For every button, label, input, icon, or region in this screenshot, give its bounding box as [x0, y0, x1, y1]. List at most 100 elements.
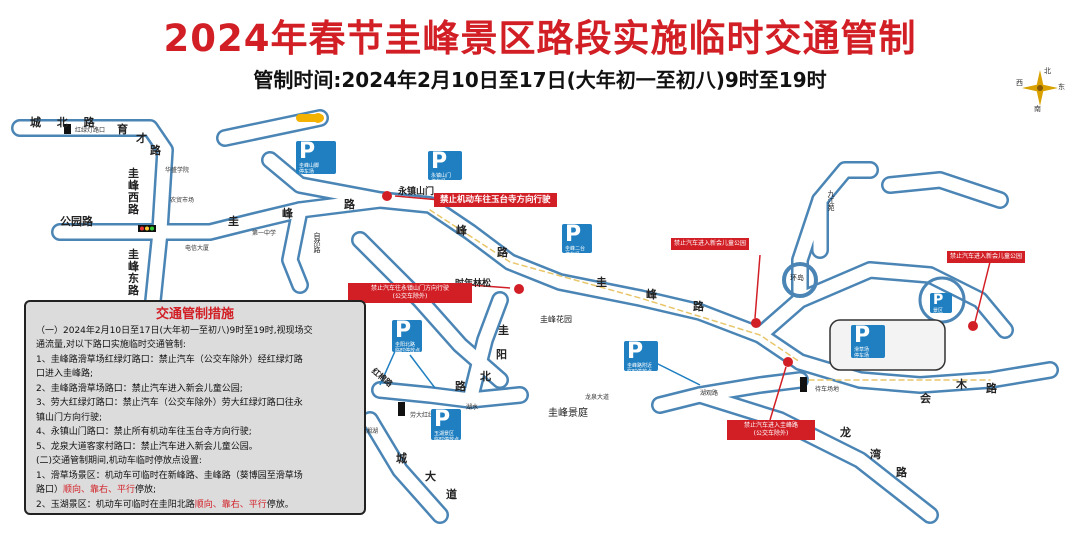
- small-label-10: 龙泉大道: [585, 394, 610, 401]
- road-label-guifeng-2: 峰: [282, 207, 293, 220]
- road-label-guifengdong-4: 路: [128, 284, 139, 297]
- no-entry-icon: [968, 321, 978, 331]
- road-label-guifengxi-4: 路: [128, 203, 139, 216]
- compass-north: 北: [1044, 67, 1051, 75]
- place-label-ziran: 自然路: [313, 232, 321, 253]
- no-entry-icon: [783, 357, 793, 367]
- small-label-5: 第一中学: [252, 230, 277, 237]
- compass-east: 东: [1058, 83, 1065, 91]
- small-label-9: 劳大红绿灯: [410, 412, 441, 419]
- parking-icon: P: [434, 407, 451, 432]
- road-label-guifeng-5: 路: [497, 246, 508, 259]
- road-label-longhu-1: 龙: [840, 426, 851, 439]
- parking-arrow: [409, 354, 436, 389]
- parking-icon: P: [627, 339, 644, 364]
- place-label-yongzhenshanmen: 永镇山门: [398, 187, 435, 197]
- road-label-yucai-3: 路: [150, 144, 161, 157]
- small-label-4: 电信大厦: [185, 245, 210, 252]
- parking-sign: P 圭峰路附近 临时停放点: [624, 339, 658, 375]
- traffic-measures-panel: 交通管制措施 （一）2024年2月10日至17日(大年初一至初八)9时至19时,…: [24, 300, 366, 515]
- road-label-guifeng-4: 峰: [456, 224, 467, 237]
- highlight-dot: [313, 113, 323, 123]
- parking-icon: P: [431, 149, 448, 174]
- traffic-light-icon: [800, 377, 807, 392]
- arrow-b5: [769, 366, 787, 421]
- road-label-huimu-3: 路: [986, 382, 997, 395]
- road-label-gongyuan: 公园路: [60, 215, 93, 228]
- road-label-yucai-1: 育: [117, 123, 128, 136]
- road-label-longhu-2: 湾: [870, 448, 881, 461]
- road-label-guifengxi-1: 圭: [128, 167, 139, 180]
- parking-sign: P 圭峰山脚 停车场: [296, 139, 336, 175]
- road-label-guifengdong-1: 圭: [128, 248, 139, 261]
- map-subtitle: 管制时间:2024年2月10日至17日(大年初一至初八)9时至19时: [253, 68, 827, 92]
- panel-line: 5、龙泉大道客家村路口：禁止汽车进入新会儿童公园。: [36, 441, 258, 452]
- parking-sign: P 圭峰二台 停车场: [562, 224, 592, 258]
- panel-line: 3、劳大红绿灯路口：禁止汽车（公交车除外）劳大红绿灯路口往永: [36, 398, 303, 408]
- road-label-huimu-1: 会: [920, 392, 931, 405]
- road-label-guifengxi-3: 西: [128, 191, 139, 204]
- compass-west: 西: [1016, 79, 1023, 87]
- panel-line: 2、玉湖景区：机动车可临时在圭阳北路顺向、靠右、平行停放。: [36, 499, 294, 510]
- place-label-guifenghuayuan: 圭峰花园: [540, 315, 572, 324]
- restriction-banner-1: 禁止机动车往玉台寺方向行驶: [434, 193, 557, 207]
- restriction-banner-4: 禁止汽车进入新会儿童公园: [947, 251, 1026, 263]
- compass-south: 南: [1034, 105, 1041, 113]
- road-label-guiyangbei-3: 北: [480, 370, 491, 383]
- arrow-b3: [754, 254, 761, 319]
- restriction-banner-3: 禁止汽车进入新会儿童公园: [671, 238, 750, 250]
- small-label-7: 待车场地: [815, 386, 840, 393]
- small-label-1: 红绿灯路口: [75, 127, 106, 134]
- panel-line: 口进入圭峰路;: [36, 369, 94, 379]
- no-entry-signs: [382, 191, 978, 367]
- road-label-guifeng-3: 路: [344, 198, 355, 211]
- panel-line: 1、滑草场景区：机动车可临时在新峰路、圭峰路（葵博园至滑草场: [36, 470, 303, 481]
- parking-sign: P 景区: [930, 292, 952, 314]
- no-entry-icon: [382, 191, 392, 201]
- traffic-lights: [64, 124, 807, 416]
- road-label-guiyangbei-1: 圭: [498, 324, 509, 337]
- road-label-huimu-2: 木: [956, 378, 967, 391]
- road-label-guifeng-1: 圭: [228, 215, 239, 228]
- road-label-longhu-3: 路: [896, 466, 907, 479]
- roundabout-north: [782, 262, 818, 298]
- arrow-b4: [974, 261, 991, 323]
- parking-sign: P 永镇山门 停车场: [428, 149, 462, 185]
- panel-line: 1、圭峰路滑草场红绿灯路口：禁止汽车（公交车除外）经红绿灯路: [36, 354, 303, 365]
- traffic-light-icon: [398, 402, 405, 416]
- map-title: 2024年春节圭峰景区路段实施临时交通管制: [163, 17, 917, 60]
- road-label-guifengxi-2: 峰: [128, 179, 139, 192]
- road-label-guifeng-e2: 峰: [646, 288, 657, 301]
- parking-icon: P: [299, 139, 316, 164]
- road-label-guifengdong-3: 东: [128, 272, 139, 285]
- parking-sign: P 圭阳北路 临时停放点: [392, 320, 422, 354]
- place-label-shinian: 时年林松: [455, 279, 492, 289]
- road-label-cheng-1: 城: [396, 452, 407, 465]
- panel-line: 镇山门方向行驶;: [36, 412, 103, 423]
- parking-icon: P: [933, 292, 944, 308]
- road-network-fill: [13, 111, 1057, 522]
- small-label-8: 湘湖: [366, 428, 379, 435]
- parking-sign: P 滑草场 停车场: [851, 325, 885, 359]
- panel-line: 4、永镇山门路口：禁止所有机动车往玉台寺方向行驶;: [36, 427, 252, 437]
- park-block: [829, 319, 946, 371]
- small-label-6: 湖观路: [700, 390, 719, 397]
- traffic-light-icon: [64, 124, 71, 134]
- road-label-guiyangbei-2: 阳: [496, 348, 507, 361]
- road-label-cheng-3: 道: [446, 488, 457, 501]
- panel-line: （一）2024年2月10日至17日(大年初一至初八)9时至19时,视现场交: [36, 325, 313, 336]
- panel-line: 通流量,对以下路口实施临时交通管制:: [36, 340, 186, 350]
- road-label-guifeng-e3: 路: [693, 300, 704, 313]
- parking-sign: P 玉湖景区 临时停放点: [431, 407, 461, 443]
- road-label-yucai-2: 才: [136, 132, 147, 145]
- small-label-3: 农贸市场: [170, 197, 195, 204]
- restriction-banner-5: 禁止汽车进入圭峰路 (公交车除外): [727, 420, 815, 440]
- road-label-chengbei: 城 北 路: [30, 116, 101, 129]
- main-road-centerline: [429, 209, 801, 363]
- arrow-b2: [469, 284, 511, 289]
- restriction-banner-2: 禁止汽车往永镇山门方向行驶 (公交车除外): [348, 283, 472, 303]
- no-entry-icon: [751, 318, 761, 328]
- parking-arrow: [649, 359, 701, 386]
- road-label-guifengdong-2: 峰: [128, 260, 139, 273]
